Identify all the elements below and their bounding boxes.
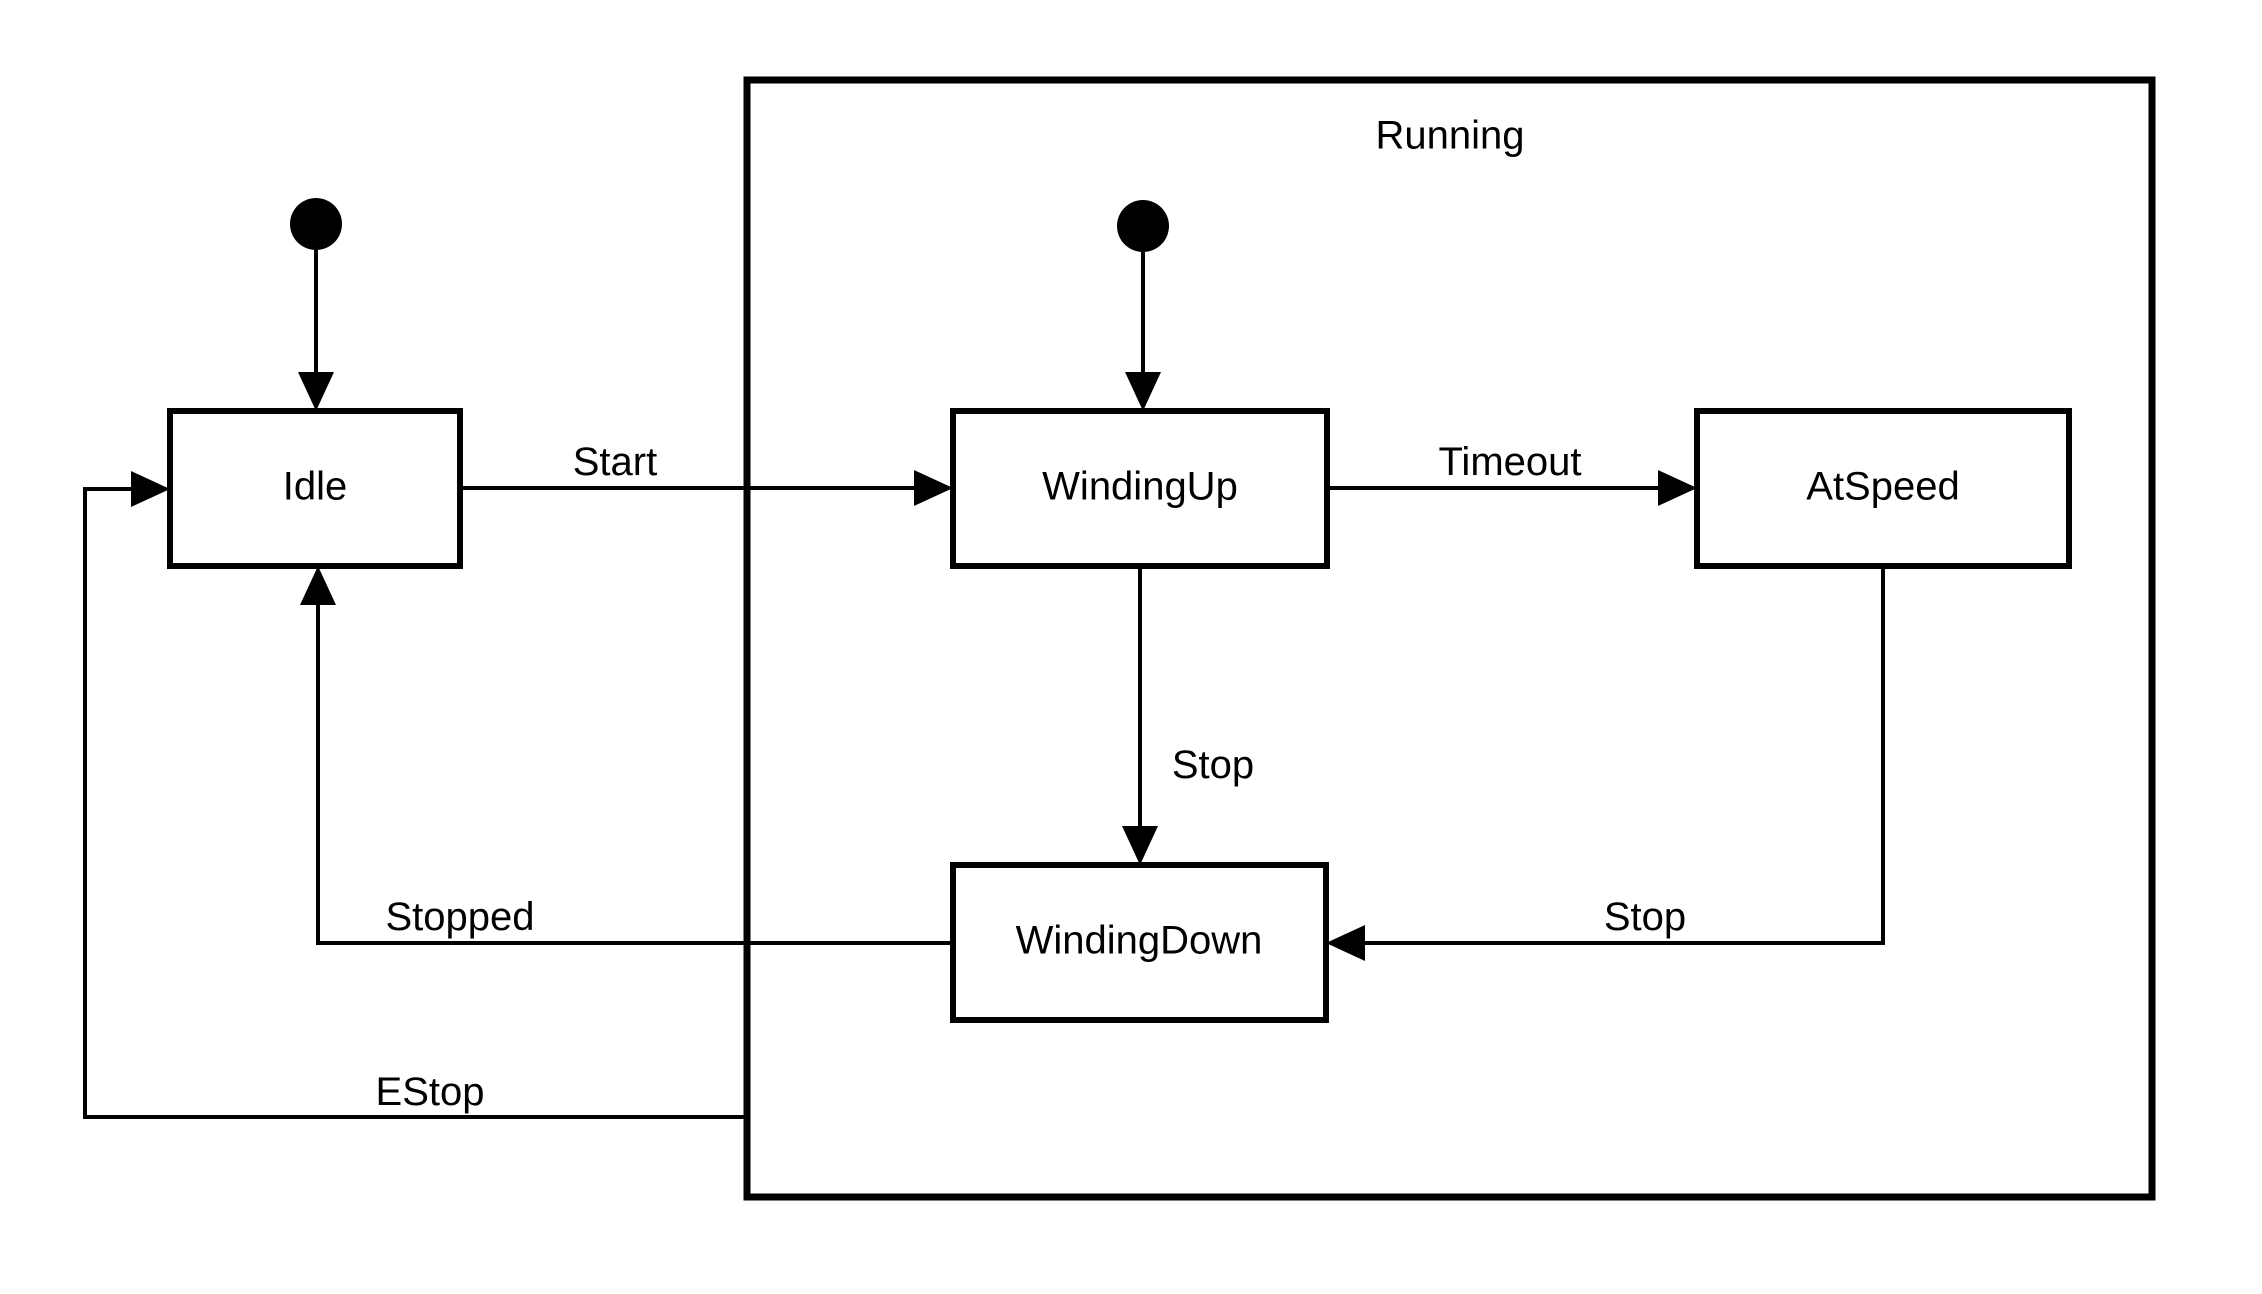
- state-box-idle[interactable]: [167, 408, 463, 569]
- state-label-windingdown: WindingDown: [1016, 919, 1263, 963]
- region-running[interactable]: [743, 76, 2156, 1201]
- arrow-head-atspeed-to-windingdown: [1326, 925, 1365, 961]
- region-running-label: Running: [1375, 114, 1524, 158]
- state-label-windingup: WindingUp: [1042, 465, 1238, 509]
- transition-label-stop-atspeed: Stop: [1604, 895, 1686, 939]
- initial-state-dot-windingup[interactable]: [1117, 200, 1169, 252]
- edge-atspeed-to-windingdown[interactable]: [1352, 566, 1885, 945]
- arrow-head-windingup-to-atspeed: [1658, 470, 1697, 506]
- transition-label-stopped: Stopped: [385, 895, 534, 939]
- transition-label-start: Start: [573, 440, 657, 484]
- transition-label-estop: EStop: [376, 1070, 485, 1114]
- edge-running-to-idle[interactable]: [83, 487, 747, 1119]
- initial-state-dot-idle[interactable]: [290, 198, 342, 250]
- edge-windingdown-to-idle[interactable]: [316, 592, 953, 945]
- arrow-head-running-to-idle: [131, 471, 170, 507]
- arrow-head-idle-to-windingup: [914, 470, 953, 506]
- state-box-windingdown[interactable]: [950, 862, 1329, 1023]
- transition-label-stop-windingup: Stop: [1172, 743, 1254, 787]
- arrow-head-initial-to-windingup: [1125, 372, 1161, 411]
- arrow-head-windingup-to-windingdown: [1122, 826, 1158, 865]
- arrow-head-windingdown-to-idle: [300, 566, 336, 605]
- state-label-idle: Idle: [283, 465, 348, 509]
- transition-label-timeout: Timeout: [1438, 440, 1581, 484]
- arrow-head-initial-to-idle: [298, 372, 334, 411]
- state-label-atspeed: AtSpeed: [1806, 465, 1959, 509]
- state-box-windingup[interactable]: [950, 408, 1330, 569]
- state-box-atspeed[interactable]: [1694, 408, 2072, 569]
